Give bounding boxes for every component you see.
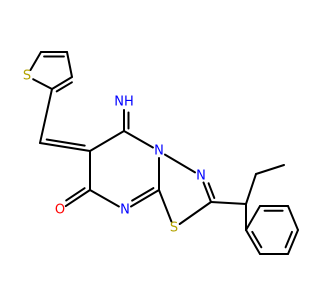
thiadiazole-bond (158, 189, 173, 223)
ring-nitrogen-right-label: N (196, 169, 206, 184)
phenyl-bond (245, 229, 261, 255)
carbonyl-double-bond (64, 189, 91, 208)
molecule-structure: S S NH N N N O (23, 51, 299, 255)
thiophene-bond (32, 78, 53, 90)
thiadiazole-bond (164, 153, 196, 174)
thiophene-bond (51, 76, 73, 90)
ethyl-bond (245, 173, 257, 205)
thiophene-bond (29, 51, 42, 71)
phenyl-bond (287, 229, 299, 255)
linker-bond (39, 88, 53, 144)
thiadiazole-sulfur-label: S (170, 221, 178, 236)
ring-bond-second (131, 187, 155, 202)
atom-label-layer: S S NH N N N O (23, 69, 206, 236)
thiophene-bond (66, 51, 73, 78)
exocyclic-double-bond (39, 142, 91, 152)
ethyl-bond (255, 164, 285, 175)
ring-bond (89, 189, 120, 208)
phenyl-inner-double-bond (251, 230, 263, 249)
thiadiazole-bond-second (207, 182, 216, 199)
thiophene-bond-second (55, 81, 73, 93)
phenyl-inner-double-bond (284, 230, 293, 249)
ring-bond (89, 130, 125, 152)
bond-layer (29, 51, 299, 255)
ring-bond (130, 189, 160, 208)
thiadiazole-bond (202, 181, 212, 203)
ring-bond (123, 130, 154, 149)
carbonyl-double-bond-second (65, 187, 86, 202)
phenyl-bond (245, 205, 261, 231)
phenyl-bond (287, 205, 299, 231)
ring-nitrogen-bottom-label: N (120, 203, 130, 218)
exocyclic-double-bond-second (45, 138, 86, 147)
thiadiazole-bond (178, 201, 212, 225)
thiophene-sulfur-label: S (23, 69, 31, 84)
ring-nitrogen-top-label: N (154, 144, 164, 159)
side-chain-bond (210, 201, 247, 205)
carbonyl-oxygen-label: O (55, 203, 65, 218)
imine-nh-label: NH (114, 95, 134, 110)
